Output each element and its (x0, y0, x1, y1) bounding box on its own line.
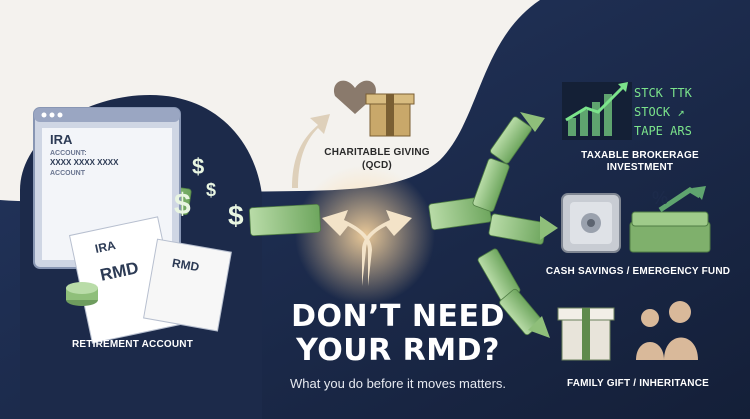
headline: DON’T NEED YOUR RMD? (248, 300, 548, 368)
family-icon (636, 301, 698, 360)
screen-line-1: ACCOUNT: (50, 150, 87, 157)
stock-line: STCK TTK (634, 86, 692, 100)
label-cash-savings: CASH SAVINGS / EMERGENCY FUND (545, 266, 731, 277)
heart-icon (334, 80, 376, 114)
label-brokerage: TAXABLE BROKERAGE (581, 150, 699, 161)
dollar-sign-icon: $ (206, 180, 217, 200)
dollar-sign-icon: $ (228, 200, 244, 231)
label-charitable-giving: CHARITABLE GIVING (324, 147, 430, 158)
split-arrow (322, 210, 412, 286)
headline-line-1: DON’T NEED (291, 299, 505, 334)
screen-line-2: XXXX XXXX XXXX (50, 158, 119, 167)
stock-line: STOCK ↗ (634, 105, 685, 119)
stock-chart-icon (562, 82, 632, 140)
cash-stack-icon (629, 186, 711, 253)
arrow-to-family (528, 316, 550, 338)
dollar-sign-icon: $ (192, 154, 205, 179)
percent-icon: % (652, 188, 669, 208)
arrow-to-charity (292, 114, 330, 188)
label-retirement-account: RETIREMENT ACCOUNT (72, 339, 194, 350)
label-brokerage-2: INVESTMENT (606, 162, 674, 173)
coin-stack (66, 282, 98, 306)
arrow-to-brokerage (520, 112, 545, 132)
arrow-to-cash (540, 216, 558, 240)
label-family-gift: FAMILY GIFT / INHERITANCE (566, 378, 710, 389)
screen-title: IRA (50, 132, 73, 147)
dollar-sign-icon: $ (174, 188, 191, 221)
stock-board-text: STCK TTK STOCK ↗ TAPE ARS (634, 84, 692, 141)
headline-line-2: YOUR RMD? (296, 333, 500, 368)
label-qcd: (QCD) (362, 160, 392, 171)
safe-icon (561, 193, 621, 253)
family-gift-icon (557, 307, 615, 361)
gift-icon (365, 93, 415, 137)
stock-line: TAPE ARS (634, 124, 692, 138)
subheadline: What you do before it moves matters. (289, 376, 507, 391)
screen-line-3: ACCOUNT (50, 170, 85, 177)
documents (68, 216, 232, 344)
